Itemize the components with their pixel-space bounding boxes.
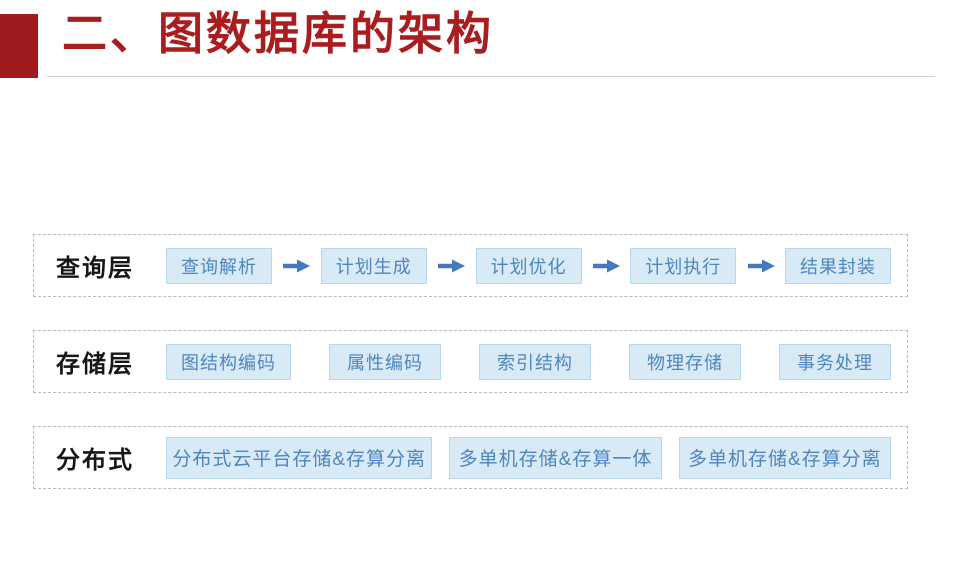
storage-node-graph-encoding: 图结构编码 [166, 343, 291, 380]
flow-arrow-icon [436, 259, 466, 273]
slide-title: 二、图数据库的架构 [62, 8, 495, 59]
layer-label-distributed: 分布式 [56, 447, 134, 474]
distributed-node-multi-integrated: 多单机存储&存算一体 [449, 436, 662, 479]
distributed-node-multi-separated: 多单机存储&存算分离 [678, 436, 891, 479]
storage-node-index-structure: 索引结构 [479, 343, 591, 380]
flow-node-result-wrap: 结果封装 [785, 247, 891, 284]
layer-row-query: 查询层 查询解析 计划生成 计划优化 计划执行 结果封装 [33, 234, 908, 297]
title-divider [47, 76, 935, 77]
query-layer-flow: 查询解析 计划生成 计划优化 计划执行 结果封装 [166, 247, 907, 284]
flow-arrow-icon [746, 259, 776, 273]
layer-label-query: 查询层 [56, 255, 134, 282]
flow-node-plan-generate: 计划生成 [320, 247, 427, 284]
flow-node-query-parse: 查询解析 [166, 247, 272, 284]
storage-node-transaction: 事务处理 [779, 343, 891, 380]
layer-row-storage: 存储层 图结构编码 属性编码 索引结构 物理存储 事务处理 [33, 330, 908, 393]
storage-node-physical-storage: 物理存储 [629, 343, 741, 380]
flow-arrow-icon [281, 259, 311, 273]
architecture-diagram: 查询层 查询解析 计划生成 计划优化 计划执行 结果封装 [33, 234, 908, 489]
flow-node-plan-execute: 计划执行 [630, 247, 737, 284]
flow-arrow-icon [591, 259, 621, 273]
distributed-node-cloud-separated: 分布式云平台存储&存算分离 [166, 436, 433, 479]
flow-node-plan-optimize: 计划优化 [475, 247, 582, 284]
layer-row-distributed: 分布式 分布式云平台存储&存算分离 多单机存储&存算一体 多单机存储&存算分离 [33, 426, 908, 489]
layer-label-storage: 存储层 [56, 351, 134, 378]
title-accent-square [0, 14, 38, 78]
storage-layer-items: 图结构编码 属性编码 索引结构 物理存储 事务处理 [166, 343, 907, 380]
distributed-layer-items: 分布式云平台存储&存算分离 多单机存储&存算一体 多单机存储&存算分离 [166, 436, 907, 479]
storage-node-property-encoding: 属性编码 [329, 343, 441, 380]
